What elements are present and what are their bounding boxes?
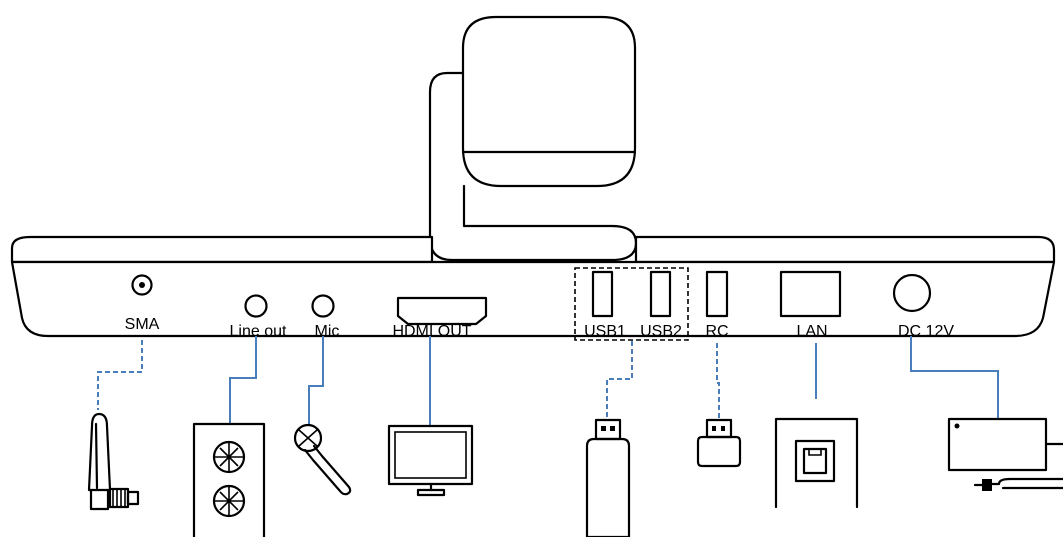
line-out-port	[244, 294, 268, 318]
camera-head	[461, 15, 637, 188]
line-out-connection	[229, 336, 257, 424]
dc-port	[892, 273, 932, 313]
mic-connection	[308, 336, 324, 426]
sma-connection	[97, 340, 143, 410]
lan-label: LAN	[796, 323, 827, 340]
mic-label: Mic	[315, 323, 340, 340]
monitor-icon	[387, 424, 474, 497]
sma-label: SMA	[125, 316, 160, 333]
rc-port	[705, 270, 729, 318]
dc-label: DC 12V	[898, 323, 954, 340]
microphone-icon	[293, 423, 352, 496]
usb1-port	[591, 270, 614, 318]
mic-port	[311, 294, 335, 318]
usb1-label: USB1	[584, 323, 626, 340]
usb2-label: USB2	[640, 323, 682, 340]
hdmi-port	[396, 296, 488, 326]
usb2-port	[649, 270, 672, 318]
camera-arm	[428, 71, 638, 262]
hdmi-out-label: HDMI OUT	[392, 323, 471, 340]
lan-port	[779, 270, 842, 318]
line-out-label: Line out	[230, 323, 287, 340]
dc-connection	[910, 336, 999, 419]
speaker-icon	[192, 422, 266, 539]
rc-label: RC	[705, 323, 728, 340]
ethernet-wall-jack-icon	[774, 417, 859, 509]
usb-drive-icon	[585, 418, 631, 539]
rc-dongle-icon	[696, 418, 742, 468]
antenna-icon	[87, 412, 140, 511]
power-adapter-icon	[947, 417, 1063, 491]
usb-connection	[606, 341, 633, 418]
rc-connection	[716, 343, 720, 419]
device-body	[10, 235, 1056, 338]
sma-port	[131, 274, 153, 296]
usb-group-box	[574, 267, 689, 341]
